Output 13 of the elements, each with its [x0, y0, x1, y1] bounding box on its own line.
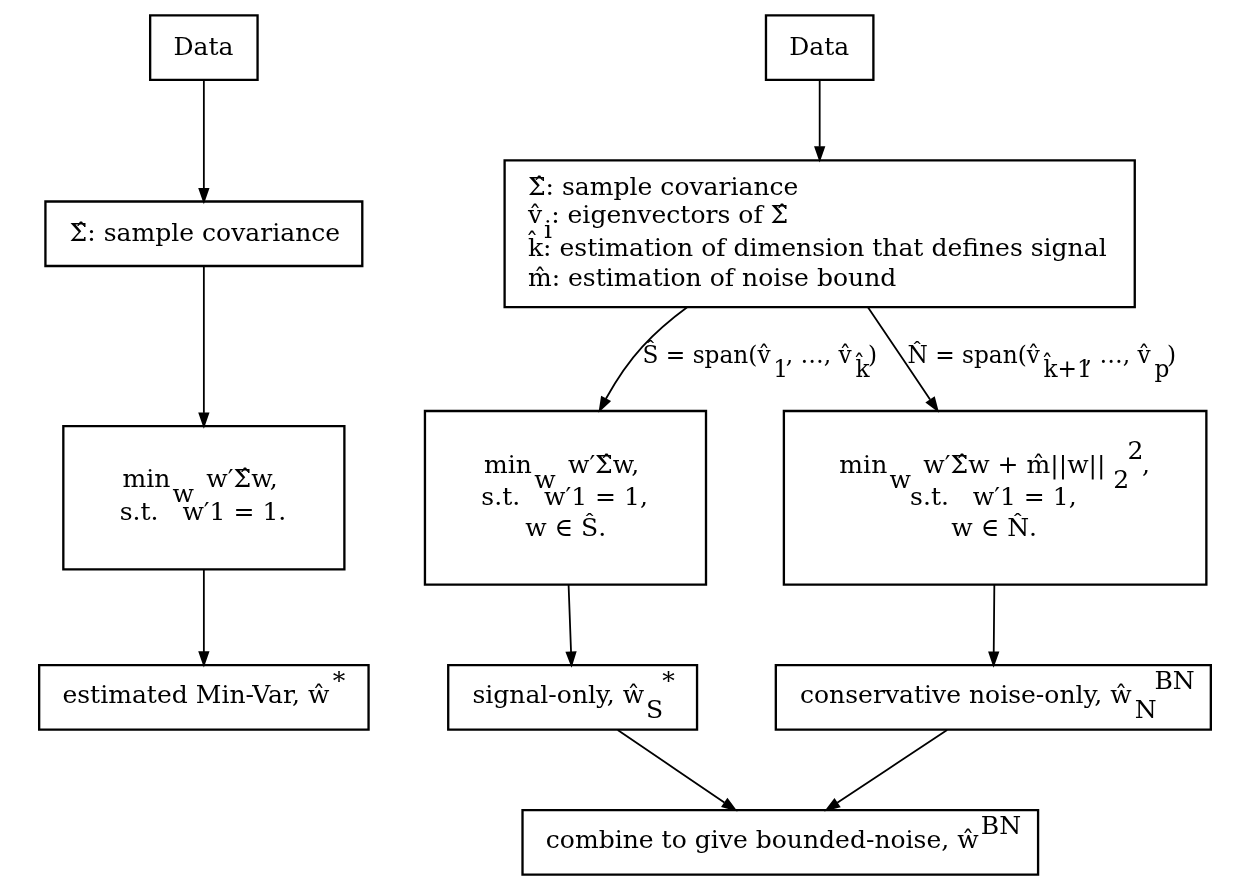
node-box: Data	[149, 14, 259, 81]
arrow	[616, 729, 738, 812]
arrow	[198, 265, 210, 429]
arrow	[565, 584, 577, 668]
arrow	[867, 306, 940, 413]
arrow	[598, 306, 688, 413]
arrow	[198, 568, 210, 668]
arrow	[814, 79, 826, 163]
arrow	[198, 79, 210, 205]
arrow	[988, 584, 1000, 668]
node-box: Data	[764, 14, 875, 81]
node-box: Σ̂: sample covariance	[44, 200, 364, 268]
arrow	[824, 729, 948, 812]
